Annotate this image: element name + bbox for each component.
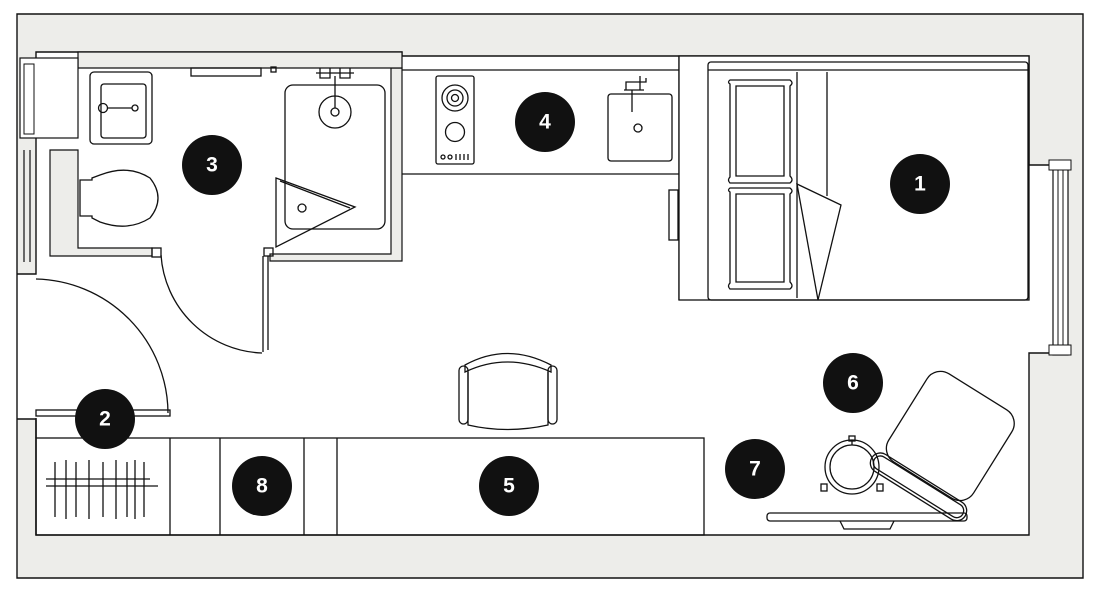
- desk-chair: [458, 352, 558, 431]
- shower-door: [275, 177, 357, 249]
- marker-8: 8: [232, 456, 292, 516]
- walls: [16, 13, 1084, 579]
- pillow-top: [727, 79, 793, 184]
- wardrobe-hangers: [46, 460, 158, 519]
- marker-7-label: 7: [749, 458, 761, 481]
- marker-4-label: 4: [539, 111, 551, 134]
- tv-stand: [766, 512, 968, 522]
- marker-6: 6: [823, 353, 883, 413]
- bathroom-sink: [89, 71, 153, 145]
- right-window: [1048, 159, 1072, 356]
- left-window: [19, 57, 79, 139]
- bathroom: [79, 66, 386, 354]
- bathroom-door-swing: [160, 254, 263, 354]
- bathroom-wall-top: [77, 51, 403, 69]
- marker-3-label: 3: [206, 154, 218, 177]
- marker-3: 3: [182, 135, 242, 195]
- bathroom-wall-left: [49, 149, 153, 257]
- side-table: [820, 435, 884, 495]
- marker-6-label: 6: [847, 372, 859, 395]
- marker-8-label: 8: [256, 475, 268, 498]
- kitchenette: [402, 56, 680, 300]
- marker-4: 4: [515, 92, 575, 152]
- bed: [678, 55, 1030, 301]
- marker-7: 7: [725, 439, 785, 499]
- marker-1: 1: [890, 154, 950, 214]
- kitchen-sink: [607, 93, 673, 162]
- cooktop: [435, 75, 475, 165]
- storage-desk-run: [35, 420, 705, 536]
- fridge-handle: [668, 189, 679, 241]
- duvet-fold: [796, 182, 842, 301]
- bathroom-wall-right: [269, 67, 403, 262]
- marker-5: 5: [479, 456, 539, 516]
- armchair: [869, 370, 1015, 522]
- pillow-bottom: [727, 187, 793, 290]
- markers: 1 2 3 4 5 6 7 8: [75, 92, 950, 516]
- lounge-area: [766, 370, 1015, 530]
- marker-5-label: 5: [503, 475, 515, 498]
- marker-1-label: 1: [914, 173, 926, 196]
- marker-2: 2: [75, 389, 135, 449]
- marker-2-label: 2: [99, 408, 111, 431]
- towel-rail: [190, 67, 262, 77]
- toilet: [79, 169, 159, 227]
